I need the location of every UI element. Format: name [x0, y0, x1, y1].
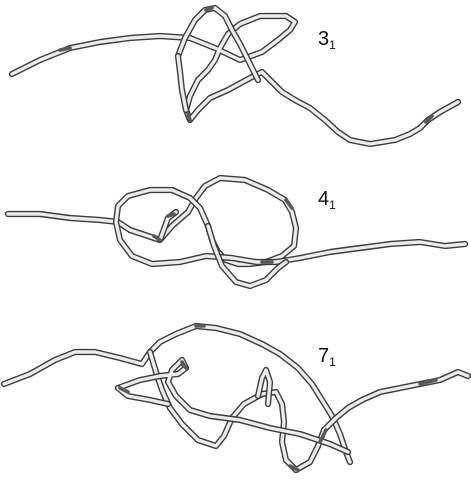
figure-eight-tube: [8, 178, 465, 286]
seven-one-tube: [4, 326, 468, 470]
knot-figure-eight: 41: [8, 178, 465, 286]
label-trefoil: 31: [318, 28, 336, 52]
trefoil-tube: [12, 8, 458, 144]
knot-seven-one: 71: [4, 326, 468, 470]
label-seven-one: 71: [318, 345, 336, 369]
label-figure-eight: 41: [318, 188, 336, 212]
knot-trefoil: 31: [12, 8, 458, 144]
